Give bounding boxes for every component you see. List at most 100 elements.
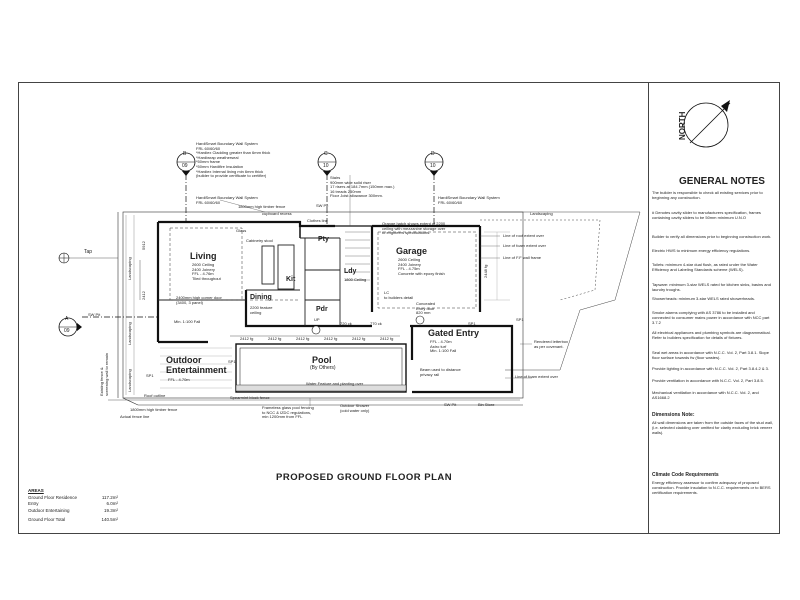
- room-kit-name: Kit: [286, 276, 296, 283]
- areas-row-label: Entry: [28, 501, 39, 507]
- landscaping-left2-label: Landscaping: [127, 322, 132, 345]
- note-item: Toilets: minimum 4-star dual flush, as r…: [652, 262, 758, 273]
- roof-extent-outline: [480, 211, 641, 371]
- room-dining-detail: 2200 feature ceiling: [250, 305, 273, 315]
- orange-hatch-note: Orange hatch shows extent of 2200 ceilin…: [382, 221, 446, 236]
- dim-720: 720 ck: [340, 321, 352, 326]
- areas-row-value: 19.3m²: [103, 507, 118, 513]
- room-outdoor-ent-detail: FFL - 4.70m: [168, 377, 190, 382]
- landscaping-left3-label: Landscaping: [127, 369, 132, 392]
- line-foam-extent-bottom-label: Line of foam extent over: [515, 374, 558, 379]
- line-roof-extent-label: Line of roof extent over: [503, 233, 544, 238]
- dimensions-note-title: Dimensions Note:: [652, 412, 695, 418]
- dim-2448: 2448 fg: [483, 264, 488, 278]
- wall-system-right-note: HardiSmart Boundary Wall System FRL 60/6…: [438, 195, 500, 205]
- note-item: Mechanical ventilation in accordance wit…: [652, 390, 759, 401]
- climate-note-title: Climate Code Requirements: [652, 472, 719, 478]
- cabinetry-stool-label: Cabinetry stool: [246, 238, 273, 243]
- sp1-label: SP1: [468, 321, 476, 326]
- room-garage-detail: 2600 Ceiling 2400 Joinery FFL - 4.75m Co…: [398, 257, 445, 276]
- dim-5912: 5912: [141, 241, 146, 250]
- areas-title: AREAS: [28, 488, 44, 493]
- room-living-detail: 2600 Ceiling 2400 Joinery FFL - 4.76m Ti…: [192, 262, 221, 281]
- sw-pit-left-label: SW Pit: [88, 312, 101, 317]
- min-fall-label: Min. 1:100 Fall: [174, 319, 201, 324]
- areas-row-value: 140.5m²: [101, 517, 118, 523]
- fence-bottom-label: 1800mm high timber fence: [130, 407, 178, 412]
- landscaping-top-label: Landscaping: [530, 211, 553, 216]
- site-boundary: [122, 211, 524, 399]
- general-notes-title: GENERAL NOTES: [679, 176, 765, 187]
- climate-note-text: Energy efficiency assessor to confirm ad…: [652, 480, 771, 496]
- dim-label: 2412 fg: [380, 336, 394, 341]
- room-outdoor-ent-name: Outdoor Entertainment: [166, 355, 227, 375]
- north-arrow: [683, 102, 731, 148]
- note-item: Provide ventilation in accordance with N…: [652, 378, 764, 383]
- note-item: Provide lighting in accordance with N.C.…: [652, 366, 769, 371]
- areas-row-label: Ground Floor Total: [28, 517, 66, 523]
- section-marker-b-letter: B: [183, 151, 187, 157]
- room-dining-name: Dining: [250, 294, 272, 301]
- wall-system-left-note: HardiSmart Boundary Wall System FRL 60/6…: [196, 141, 271, 179]
- areas-row-value: 6.0m²: [106, 501, 118, 507]
- room-pdr-name: Pdr: [316, 306, 328, 313]
- room-pool-detail: (By Others): [310, 365, 336, 371]
- note-item: # Denotes cavity slider to manufacturers…: [652, 210, 761, 221]
- sp1-label: SP1: [146, 373, 154, 378]
- areas-row-value: 117.2m²: [101, 494, 118, 500]
- areas-row: Ground Floor Residence 117.2m²: [28, 495, 118, 502]
- section-marker-d-sheet: 10: [430, 163, 436, 169]
- dim-770: 770 ck: [370, 321, 382, 326]
- section-marker-a-letter: A: [65, 316, 69, 322]
- tap-label: Tap: [84, 249, 93, 255]
- areas-table: AREAS Ground Floor Residence 117.2m² Entr…: [28, 488, 118, 524]
- dim-label: 2412 fg: [324, 336, 338, 341]
- notes-column: [648, 82, 780, 534]
- letterbox-note: Rendered letterbox as per covenant.: [534, 339, 569, 349]
- note-item: Showerheads: minimum 3-star WELS rated s…: [652, 296, 755, 301]
- note-item: Seal wet areas in accordance with N.C.C.…: [652, 350, 769, 361]
- room-gated-entry-name: Gated Entry: [428, 328, 480, 338]
- actual-fence-label: Actual fence line: [120, 414, 150, 419]
- cupboard-recess-label: cupboard recess: [262, 211, 292, 216]
- room-gated-entry-detail: FFL - 4.70m Astro turf Min. 1:100 Fall: [430, 339, 457, 354]
- note-item: Smoke alarms complying with AS 3786 to b…: [652, 310, 770, 326]
- areas-row: Outdoor Entertaining 19.3m²: [28, 508, 118, 515]
- line-foam-extent-label: Line of foam extent over: [503, 243, 546, 248]
- dim-label: 2412 fg: [352, 336, 366, 341]
- dimensions-note-text: All wall dimensions are taken from the o…: [652, 420, 773, 436]
- sw-pit-bottom-label: SW Pit: [444, 402, 457, 407]
- note-item: Builder to verify all dimensions prior t…: [652, 234, 772, 239]
- room-pty-name: Pty: [318, 236, 329, 243]
- sp1-right-label: SP1: [516, 317, 524, 322]
- section-marker-d-letter: D: [431, 151, 435, 157]
- concealed-entry-note: Concealed Entry door 820 mm: [416, 301, 436, 316]
- areas-row-label: Outdoor Entertaining: [28, 507, 70, 513]
- lc-note: LC to builders detail: [384, 290, 414, 300]
- room-garage-name: Garage: [396, 246, 428, 256]
- water-feature-label: Water Feature and planting over: [306, 381, 364, 386]
- bin-store-label: Bin Store: [478, 402, 495, 407]
- stairs-note: Stairs 900mm wide solid riser 17 risers …: [330, 175, 395, 199]
- up-label: UP: [314, 317, 320, 322]
- section-marker-c-sheet: 10: [323, 163, 329, 169]
- areas-row-label: Ground Floor Residence: [28, 494, 78, 500]
- sp1-label: SP1: [228, 359, 236, 364]
- dim-label: 2412 fg: [240, 336, 254, 341]
- room-pool-name: Pool: [312, 355, 332, 365]
- outdoor-shower-note: Outdoor Shower (cold water only): [340, 403, 370, 413]
- frameless-glass-note: Frameless glass pool fencing to NCC & IZ…: [262, 405, 314, 420]
- plan-title: PROPOSED GROUND FLOOR PLAN: [276, 472, 453, 483]
- room-ldy-detail: 1800 Ceiling: [344, 277, 367, 282]
- room-living-name: Living: [190, 251, 217, 261]
- note-item: Electric HWS to minimum energy efficienc…: [652, 248, 751, 253]
- corner-door-note: 2400mm high corner door (3400, 3 panel): [176, 295, 222, 305]
- fence-top-note: 1800mm high timber fence: [238, 204, 286, 209]
- room-ldy-name: Ldy: [344, 268, 357, 275]
- dim-2412: 2412: [141, 291, 146, 300]
- gated-entry-walls: [410, 324, 514, 394]
- section-marker-c-letter: C: [324, 151, 328, 157]
- wall-system-left-short-note: HardiSmart Boundary Wall System FRL 60/6…: [196, 195, 258, 205]
- north-label: NORTH: [678, 111, 687, 140]
